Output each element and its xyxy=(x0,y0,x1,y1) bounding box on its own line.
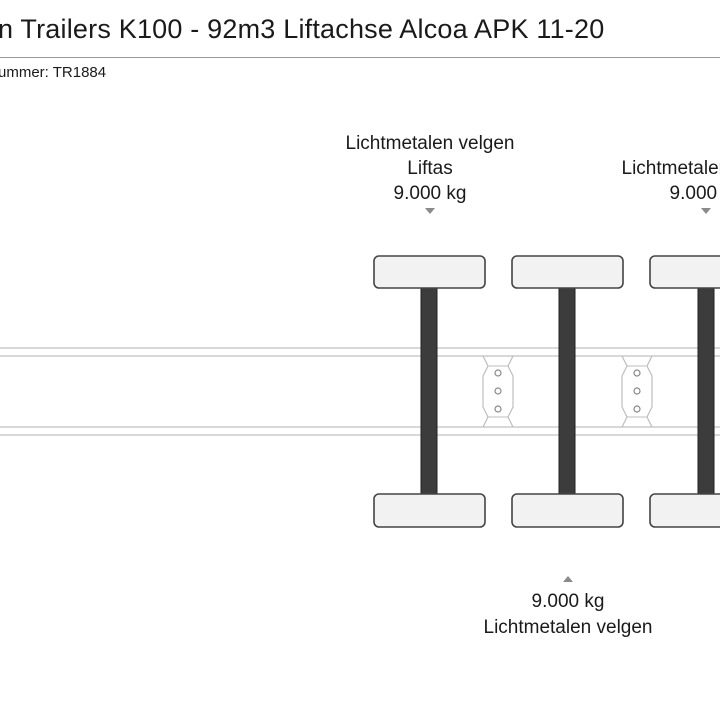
rim-type-label: Lichtmetalen velgen xyxy=(346,133,515,154)
axle-beam xyxy=(697,285,715,497)
wheel-top xyxy=(649,255,720,289)
title-divider xyxy=(0,57,720,58)
reference-number: ummer: TR1884 xyxy=(0,64,107,81)
axle-3-labels: Lichtmetalen velgen 9.000 kg xyxy=(622,158,720,214)
axle-1-labels: Lichtmetalen velgen Liftas 9.000 kg xyxy=(346,133,515,214)
axle-1 xyxy=(373,255,486,528)
wheel-top xyxy=(511,255,624,289)
wheel-bottom xyxy=(373,493,486,528)
wheel-bottom xyxy=(649,493,720,528)
frame-rail-top xyxy=(0,347,720,357)
axle-beam xyxy=(558,285,576,497)
page-title: n Trailers K100 - 92m3 Liftachse Alcoa A… xyxy=(0,14,605,44)
chassis-frame xyxy=(0,347,720,436)
rim-type-label: Lichtmetalen velgen xyxy=(484,617,653,638)
lift-axle-label: Liftas xyxy=(407,158,452,179)
axle-3 xyxy=(649,255,720,528)
axle-load-label: 9.000 kg xyxy=(670,183,720,204)
axle-load-label: 9.000 kg xyxy=(532,591,605,612)
axle-load-label: 9.000 kg xyxy=(394,183,467,204)
axle-2-labels: 9.000 kg Lichtmetalen velgen xyxy=(484,576,653,638)
frame-rail-bottom xyxy=(0,426,720,436)
pointer-up-icon xyxy=(563,576,573,582)
cross-member xyxy=(621,355,653,428)
cross-member xyxy=(482,355,514,428)
axle-2 xyxy=(511,255,624,528)
rim-type-label: Lichtmetalen velgen xyxy=(622,158,720,179)
axle-beam xyxy=(420,285,438,497)
wheel-top xyxy=(373,255,486,289)
pointer-down-icon xyxy=(701,208,711,214)
pointer-down-icon xyxy=(425,208,435,214)
wheel-bottom xyxy=(511,493,624,528)
